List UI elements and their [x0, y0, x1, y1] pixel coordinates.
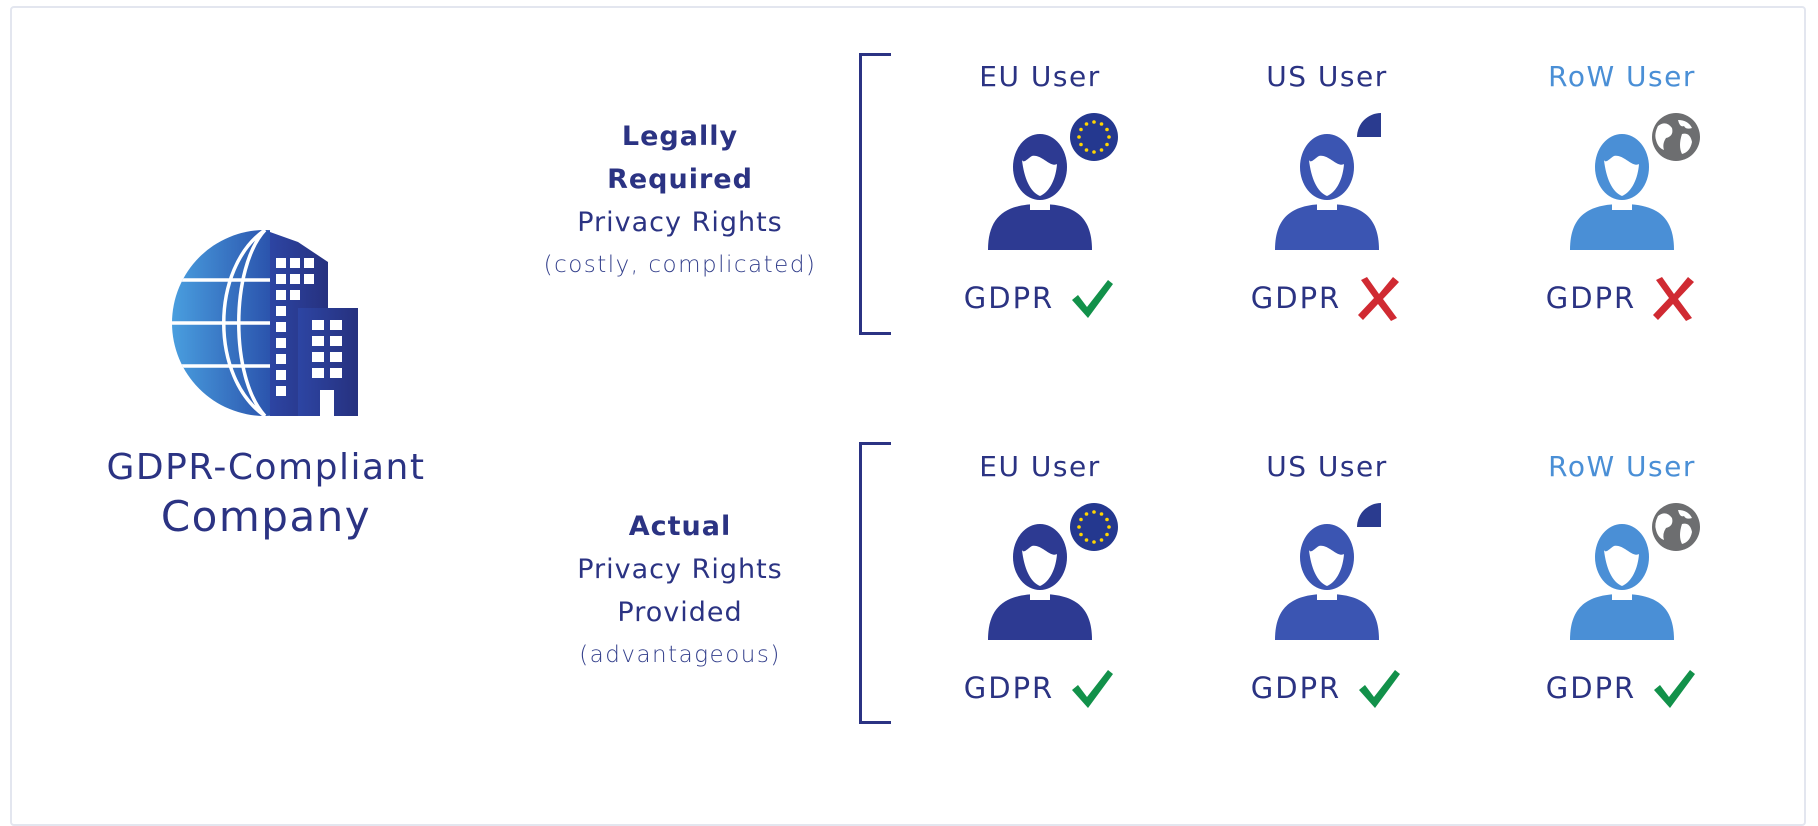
gdpr-label: GDPR: [963, 671, 1055, 705]
caption-bold: Actual: [628, 511, 732, 542]
user-figure: [1247, 112, 1407, 252]
bracket-top: [859, 53, 891, 335]
user-title: US User: [1266, 450, 1388, 483]
gdpr-status-mark: [1068, 664, 1116, 712]
company-label: GDPR-Compliant Company: [90, 446, 442, 544]
gdpr-status-mark: [1355, 274, 1403, 322]
gdpr-status: GDPR: [920, 664, 1160, 712]
caption-line-2: Provided: [617, 597, 743, 628]
gdpr-status: GDPR: [920, 274, 1160, 322]
gdpr-label: GDPR: [1250, 671, 1342, 705]
caption-paren: (costly, complicated): [543, 252, 817, 278]
user-figure: [1542, 502, 1702, 642]
company-label-line1: GDPR-Compliant: [106, 447, 426, 488]
gdpr-status-mark: [1650, 664, 1698, 712]
user-avatar-icon: [1570, 524, 1674, 640]
gdpr-label: GDPR: [1545, 281, 1637, 315]
cross-icon: [1653, 277, 1695, 321]
gdpr-status: GDPR: [1207, 274, 1447, 322]
gdpr-status-mark: [1650, 274, 1698, 322]
bracket-bottom: [859, 442, 891, 724]
gdpr-status: GDPR: [1502, 274, 1742, 322]
gdpr-status-mark: [1068, 274, 1116, 322]
caption-bold: Legally: [621, 121, 739, 152]
user-cell: EU User GDPR: [920, 52, 1160, 342]
user-avatar-icon: [1275, 524, 1379, 640]
gdpr-status-mark: [1355, 664, 1403, 712]
user-title: EU User: [979, 450, 1101, 483]
user-title: RoW User: [1548, 450, 1696, 483]
gdpr-label: GDPR: [1250, 281, 1342, 315]
check-icon: [1654, 670, 1696, 708]
user-figure: [1247, 502, 1407, 642]
user-title: RoW User: [1548, 60, 1696, 93]
row-caption-legally-required: Legally Required Privacy Rights (costly,…: [510, 115, 850, 287]
user-cell: US User GDPR: [1207, 52, 1447, 342]
check-icon: [1072, 280, 1114, 318]
gdpr-status: GDPR: [1502, 664, 1742, 712]
gdpr-status: GDPR: [1207, 664, 1447, 712]
user-cell: RoW User GDPR: [1502, 442, 1742, 732]
user-figure: [1542, 112, 1702, 252]
user-avatar-icon: [1275, 134, 1379, 250]
eu-flag-icon: [1070, 503, 1118, 551]
user-avatar-icon: [988, 524, 1092, 640]
caption-line: Privacy Rights: [577, 207, 783, 238]
caption-bold-2: Required: [607, 164, 753, 195]
gdpr-label: GDPR: [1545, 671, 1637, 705]
us-flag-icon: [1355, 113, 1407, 161]
user-cell: US User GDPR: [1207, 442, 1447, 732]
us-flag-icon: [1355, 503, 1407, 551]
company-building-globe-icon: [172, 230, 358, 416]
user-figure: [960, 502, 1120, 642]
user-title: US User: [1266, 60, 1388, 93]
caption-paren: (advantageous): [579, 642, 781, 668]
eu-flag-icon: [1070, 113, 1118, 161]
cross-icon: [1358, 277, 1400, 321]
row-caption-actual: Actual Privacy Rights Provided (advantag…: [510, 505, 850, 677]
user-avatar-icon: [1570, 134, 1674, 250]
gdpr-label: GDPR: [963, 281, 1055, 315]
company-label-line2: Company: [160, 492, 372, 541]
user-avatar-icon: [988, 134, 1092, 250]
caption-line: Privacy Rights: [577, 554, 783, 585]
check-icon: [1072, 670, 1114, 708]
user-cell: RoW User GDPR: [1502, 52, 1742, 342]
user-cell: EU User GDPR: [920, 442, 1160, 732]
user-figure: [960, 112, 1120, 252]
check-icon: [1359, 670, 1401, 708]
globe-icon: [1652, 503, 1700, 551]
user-title: EU User: [979, 60, 1101, 93]
globe-icon: [1652, 113, 1700, 161]
